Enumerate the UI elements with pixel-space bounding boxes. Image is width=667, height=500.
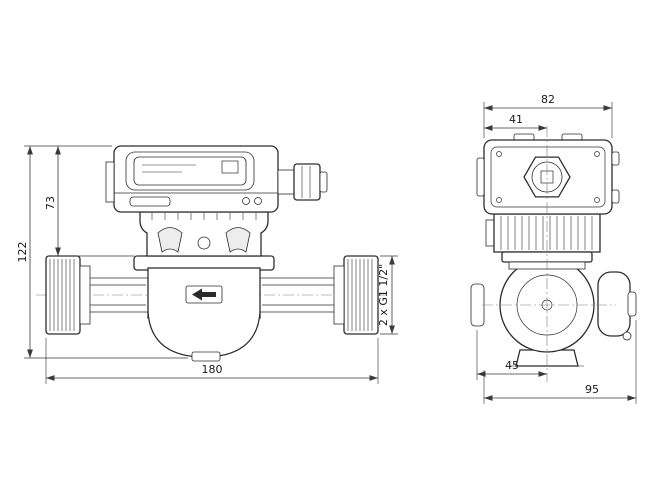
corner-screw-1	[496, 151, 502, 157]
vent-screw	[622, 331, 632, 341]
dim-label-connections: 2 x G1 1/2"	[377, 264, 390, 326]
dim-width: 82	[483, 93, 613, 138]
side-tab-3	[476, 157, 485, 197]
dim-label-head-height: 73	[44, 196, 57, 210]
side-tab-left	[105, 161, 115, 203]
front-pump-housing	[133, 255, 275, 362]
lantern-cutout-right	[225, 227, 251, 253]
dimensions-front: 122 73 180 2 x G1 1/2"	[16, 145, 398, 384]
led-indicator-1	[242, 197, 250, 205]
dim-label-port-to-port: 180	[202, 363, 223, 376]
lantern-cutout-left	[157, 227, 183, 253]
front-right-union-nut	[333, 255, 379, 335]
corner-screw-4	[594, 197, 600, 203]
rear-housing	[597, 271, 631, 337]
display-icon-area	[221, 160, 239, 174]
volute-bottom	[147, 311, 261, 358]
dim-label-half-width: 41	[509, 113, 523, 126]
motor-fins	[500, 216, 593, 250]
dim-label-depth: 95	[585, 383, 599, 396]
side-control-head	[476, 133, 620, 215]
left-thread-lines	[49, 259, 75, 331]
motor-top-fins	[151, 213, 257, 220]
dim-port-to-port: 180	[45, 338, 379, 384]
dim-connections: 2 x G1 1/2"	[377, 255, 398, 335]
button-bar	[129, 196, 171, 207]
dim-depth: 95	[483, 320, 637, 404]
drain-plug	[191, 351, 221, 362]
dim-label-total-height: 122	[16, 242, 29, 263]
front-control-head	[105, 145, 328, 213]
corner-screw-3	[496, 197, 502, 203]
dim-label-width: 82	[541, 93, 555, 106]
front-view	[36, 145, 386, 362]
side-motor	[485, 213, 601, 270]
cable-gland	[277, 163, 328, 201]
flow-direction-arrow-icon	[192, 288, 216, 301]
dim-head-height: 73	[44, 146, 134, 257]
dim-total-height: 122	[16, 145, 188, 359]
corner-screw-2	[594, 151, 600, 157]
dim-label-axis-to-front: 45	[505, 359, 519, 372]
side-view	[470, 126, 637, 382]
dim-half-width: 41	[484, 113, 547, 131]
side-tab-2	[611, 189, 620, 204]
right-thread-lines	[347, 259, 373, 331]
led-indicator-2	[254, 197, 262, 205]
front-motor-section	[139, 211, 269, 257]
rear-port	[627, 291, 637, 317]
side-tab-1	[611, 151, 620, 166]
dimensions-side: 82 41 45 95	[476, 93, 637, 404]
front-left-union-nut	[45, 255, 91, 335]
display-text-lines	[142, 164, 196, 173]
front-pipes	[90, 277, 334, 313]
shaft-center	[197, 236, 211, 250]
display-screen	[133, 156, 247, 186]
dim-axis-to-front: 45	[476, 330, 547, 380]
